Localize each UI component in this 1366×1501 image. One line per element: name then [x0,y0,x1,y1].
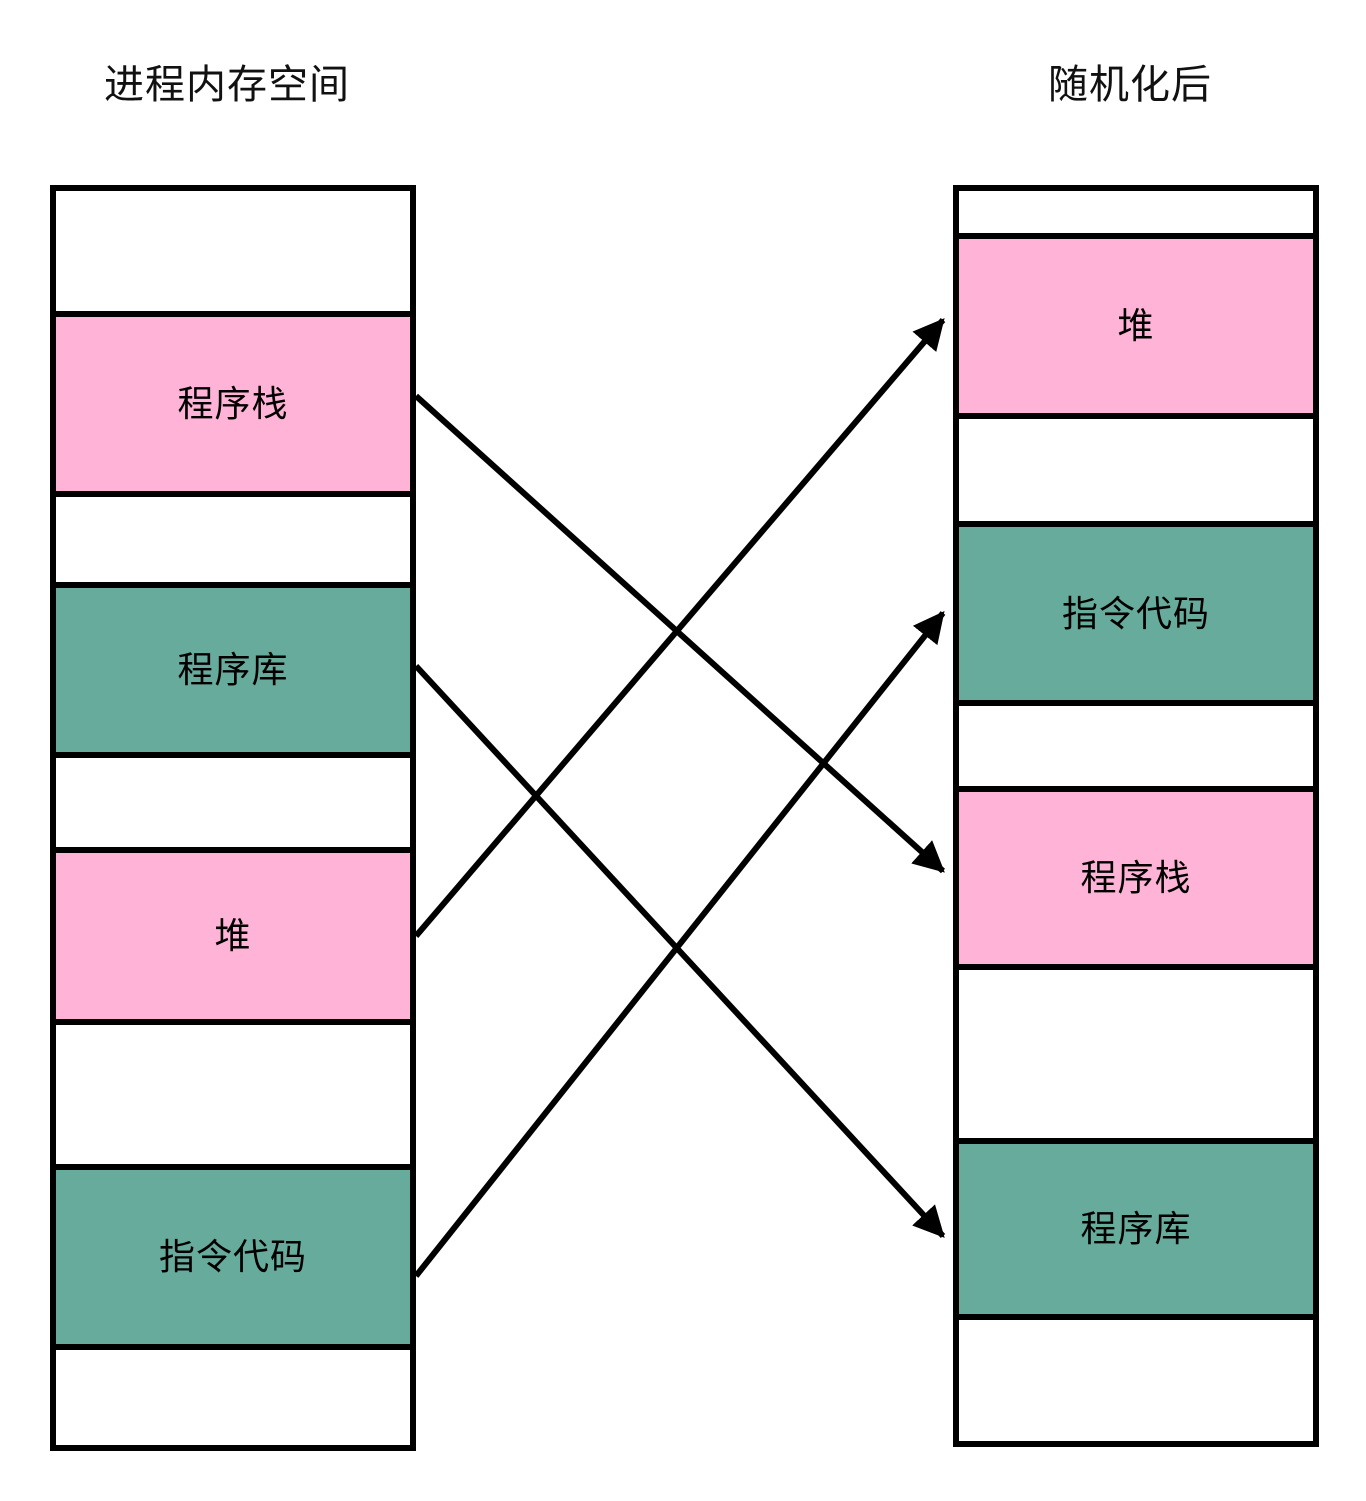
segment-original-stack: 程序栈 [56,311,410,491]
segment-original-lib: 程序库 [56,582,410,752]
segment-original-empty-2 [56,491,410,582]
segment-label: 堆 [1117,305,1155,346]
segment-label: 程序栈 [177,383,289,424]
arrow-heap-to-heap [413,318,946,938]
segment-label: 指令代码 [1061,592,1210,634]
left-column-title: 进程内存空间 [104,63,350,107]
segment-original-code: 指令代码 [56,1164,410,1344]
segment-randomized-empty-0 [959,191,1313,233]
right-column-title: 随机化后 [1048,63,1212,107]
segment-label: 程序库 [1080,1208,1192,1249]
segment-original-empty-6 [56,1019,410,1164]
arrow-lib-to-lib [413,663,946,1239]
randomized-memory-column: 堆指令代码程序栈程序库 [953,185,1319,1447]
segment-original-heap: 堆 [56,847,410,1019]
arrow-stack-to-stack [413,393,946,874]
segment-randomized-stack: 程序栈 [959,786,1313,964]
segment-label: 程序栈 [1080,857,1192,898]
segment-randomized-empty-2 [959,413,1313,521]
process-memory-column: 程序栈程序库堆指令代码 [50,185,416,1451]
segment-randomized-code: 指令代码 [959,521,1313,700]
segment-label: 程序库 [177,649,289,690]
segment-original-empty-4 [56,752,410,847]
segment-randomized-empty-4 [959,700,1313,786]
segment-original-empty-8 [56,1344,410,1427]
segment-label: 指令代码 [158,1236,307,1277]
arrow-code-to-code [413,611,946,1278]
segment-randomized-heap: 堆 [959,233,1313,413]
segment-randomized-lib: 程序库 [959,1138,1313,1314]
segment-randomized-empty-8 [959,1314,1313,1427]
segment-label: 堆 [214,915,252,956]
segment-original-empty-0 [56,191,410,311]
segment-randomized-empty-6 [959,964,1313,1138]
